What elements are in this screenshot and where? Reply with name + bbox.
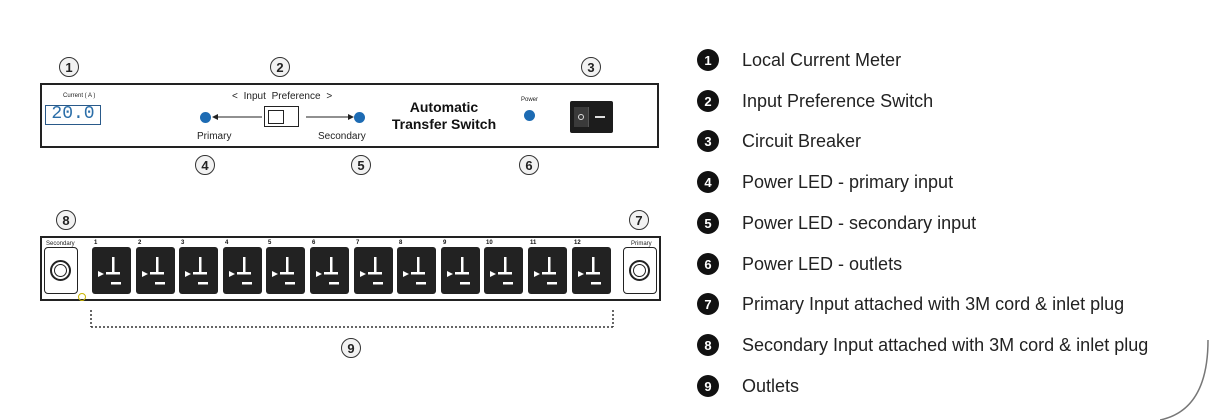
outlet-socket-icon: [142, 257, 165, 285]
outlet-number: 6: [312, 240, 316, 246]
callout-9: 9: [341, 338, 361, 358]
outlet-1: [92, 247, 131, 294]
legend-item-text: Primary Input attached with 3M cord & in…: [742, 294, 1125, 314]
legend-badge: 2: [697, 90, 719, 112]
rear-secondary-label: Secondary: [46, 241, 75, 247]
callout-3: 3: [581, 57, 601, 77]
legend-item-text: Circuit Breaker: [742, 131, 862, 151]
power-label: Power: [521, 97, 539, 103]
outlet-socket-icon: [185, 257, 208, 285]
outlet-6: [310, 247, 349, 294]
legend-badge: 3: [697, 130, 719, 152]
callout-1: 1: [59, 57, 79, 77]
outlet-number: 4: [225, 240, 229, 246]
current-meter-display: 20.0: [45, 105, 101, 125]
legend-item-text: Power LED - outlets: [742, 254, 903, 274]
primary-led-icon: [200, 112, 211, 123]
outlet-number: 10: [486, 240, 493, 246]
outlet-5: [266, 247, 305, 294]
legend-badge: 4: [697, 171, 719, 193]
outlet-10: [484, 247, 523, 294]
rear-primary-label: Primary: [631, 241, 652, 247]
outlet-11: [528, 247, 567, 294]
secondary-label: Secondary: [318, 131, 366, 142]
outlet-number: 9: [443, 240, 447, 246]
ats-title: Automatic Transfer Switch: [380, 99, 508, 133]
callout-7: 7: [629, 210, 649, 230]
outlet-number: 7: [356, 240, 360, 246]
outlet-8: [397, 247, 436, 294]
outlet-socket-icon: [98, 257, 121, 285]
legend-badge: 7: [697, 293, 719, 315]
primary-inlet: [623, 247, 657, 294]
corner-arc: [1160, 340, 1209, 420]
outlet-socket-icon: [403, 257, 426, 285]
meter-label: Current ( A ): [63, 93, 96, 99]
outlet-9: [441, 247, 480, 294]
circuit-breaker-icon[interactable]: [570, 101, 613, 133]
outlet-socket-icon: [360, 257, 383, 285]
callout-5: 5: [351, 155, 371, 175]
outlet-number: 5: [268, 240, 272, 246]
outlet-number: 12: [574, 240, 581, 246]
legend-item-text: Secondary Input attached with 3M cord & …: [742, 335, 1149, 355]
callout-6: 6: [519, 155, 539, 175]
outlet-2: [136, 247, 175, 294]
outlet-number: 11: [530, 240, 537, 246]
outlet-3: [179, 247, 218, 294]
legend-badge: 8: [697, 334, 719, 356]
legend-badge: 9: [697, 375, 719, 397]
preference-switch-arrows: [212, 114, 354, 120]
secondary-led-icon: [354, 112, 365, 123]
outlet-12: [572, 247, 611, 294]
ats-title-line2: Transfer Switch: [391, 116, 497, 132]
outlet-socket-icon: [272, 257, 295, 285]
outlet-socket-icon: [229, 257, 252, 285]
legend-item-text: Power LED - primary input: [742, 172, 954, 192]
input-preference-label: < Input Preference >: [232, 91, 333, 102]
input-preference-switch[interactable]: [264, 106, 299, 127]
outlet-7: [354, 247, 393, 294]
legend-badge: 6: [697, 253, 719, 275]
legend-badge: 5: [697, 212, 719, 234]
callout-2: 2: [270, 57, 290, 77]
outlet-socket-icon: [578, 257, 601, 285]
outlet-number: 1: [94, 240, 98, 246]
power-led-icon: [524, 110, 535, 121]
callout-4: 4: [195, 155, 215, 175]
outlet-socket-icon: [316, 257, 339, 285]
outlet-number: 2: [138, 240, 142, 246]
secondary-inlet: [44, 247, 78, 294]
legend-item-text: Power LED - secondary input: [742, 213, 977, 233]
primary-label: Primary: [197, 131, 232, 142]
outlet-4: [223, 247, 262, 294]
ats-title-line1: Automatic: [409, 99, 479, 115]
outlet-socket-icon: [534, 257, 557, 285]
outlet-socket-icon: [447, 257, 470, 285]
callout-8: 8: [56, 210, 76, 230]
outlet-number: 3: [181, 240, 185, 246]
outlet-number: 8: [399, 240, 403, 246]
rear-indicator-icon: [78, 293, 86, 301]
legend-item-text: Outlets: [742, 376, 800, 396]
legend-item-text: Input Preference Switch: [742, 91, 934, 111]
outlets-bracket: [90, 310, 614, 328]
legend-badge: 1: [697, 49, 719, 71]
legend-item-text: Local Current Meter: [742, 50, 902, 70]
rear-panel: [40, 236, 661, 301]
outlet-socket-icon: [490, 257, 513, 285]
